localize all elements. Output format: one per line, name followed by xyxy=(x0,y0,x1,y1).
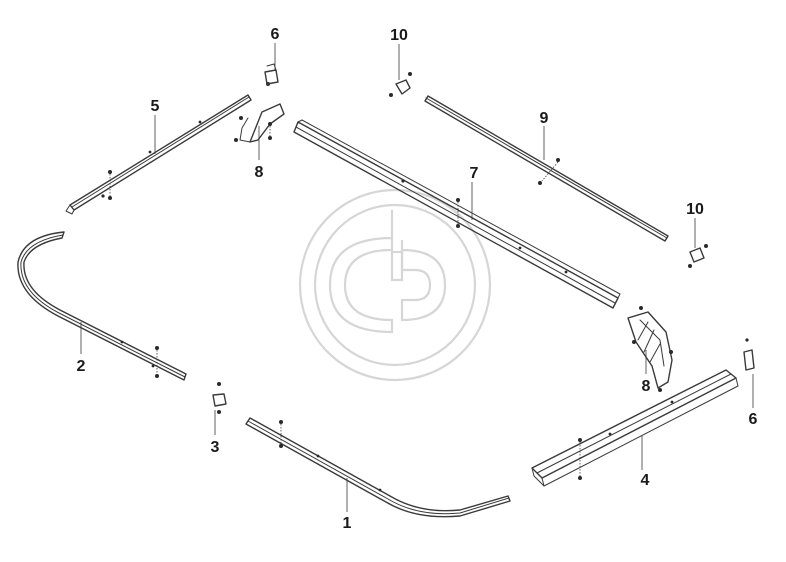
label-part-6-top: 6 xyxy=(271,26,280,43)
label-part-2: 2 xyxy=(77,358,86,375)
label-part-8-top: 8 xyxy=(255,164,264,181)
label-part-7: 7 xyxy=(470,165,479,182)
part-8b-bracket xyxy=(627,306,673,392)
label-part-6-right: 6 xyxy=(749,411,758,428)
part-10a-fastener xyxy=(389,72,412,97)
part-7-rail xyxy=(293,119,621,309)
label-part-3: 3 xyxy=(211,439,220,456)
label-part-10-top: 10 xyxy=(390,27,408,44)
part-6b-clip xyxy=(743,338,755,371)
part-9-rail xyxy=(424,95,669,242)
leader-lines xyxy=(80,43,754,512)
part-2-curved-rail xyxy=(17,231,187,381)
label-part-8-bottom: 8 xyxy=(642,378,651,395)
watermark-logo-icon xyxy=(298,188,492,382)
part-5-rail xyxy=(65,94,252,215)
label-part-1: 1 xyxy=(343,515,352,532)
label-part-10-right: 10 xyxy=(686,201,704,218)
label-part-5: 5 xyxy=(151,98,160,115)
part-1-curved-rail xyxy=(245,417,511,518)
part-8a-bracket xyxy=(234,82,285,143)
label-part-4: 4 xyxy=(641,472,650,489)
part-10b-fastener xyxy=(688,244,708,268)
part-6a-clip xyxy=(264,63,279,85)
part-4-rail xyxy=(531,369,739,487)
label-part-9: 9 xyxy=(540,110,549,127)
part-3-clip xyxy=(212,382,227,414)
part-labels: 1 2 3 4 5 6 6 7 8 8 9 10 10 xyxy=(77,26,758,532)
